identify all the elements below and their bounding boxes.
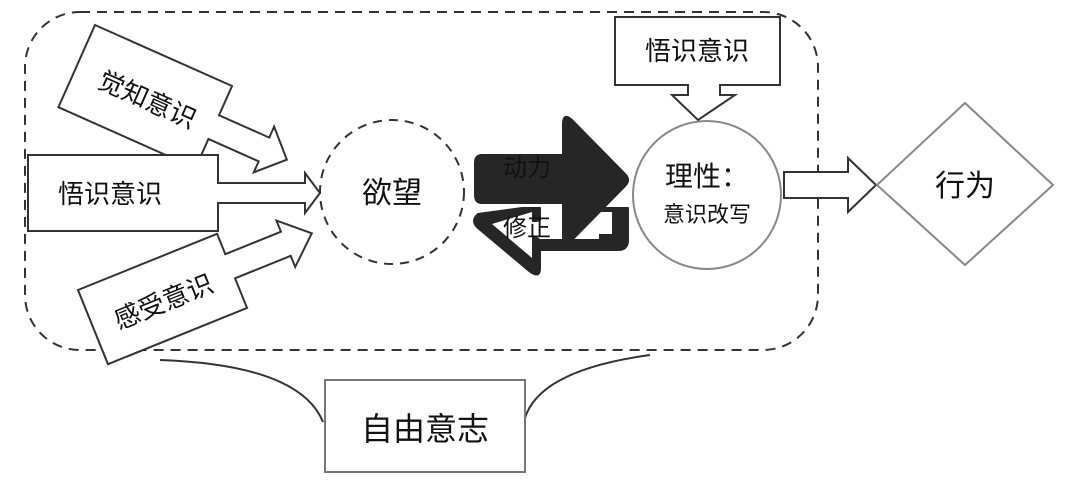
- drive-arrow: [474, 115, 629, 245]
- behavior-node: [875, 101, 1055, 267]
- behavior-arrow: [783, 155, 878, 215]
- insight-left-arrow-box: [27, 154, 322, 232]
- free-will-region: [24, 11, 819, 351]
- reason-node: [632, 120, 782, 270]
- desire-label: 欲望: [362, 176, 422, 211]
- free-will-box: [324, 379, 526, 473]
- free-will-brace-right: [524, 354, 651, 419]
- insight-left-label: 悟识意识: [58, 180, 162, 210]
- feeling-callout: 感受意识: [76, 218, 314, 366]
- behavior-label: 行为: [935, 169, 995, 204]
- reason-subtitle: 意识改写: [663, 203, 751, 228]
- correction-label: 修正: [503, 214, 551, 242]
- insight-top-arrow-box: [614, 16, 781, 122]
- reason-title: 理性：: [665, 160, 749, 193]
- insight-top-label: 悟识意识: [645, 37, 749, 67]
- drive-label: 动力: [503, 154, 551, 182]
- desire-node: [319, 119, 465, 265]
- free-will-label: 自由意志: [361, 410, 489, 448]
- feeling-arrow-box: [76, 218, 314, 366]
- free-will-brace-left: [159, 359, 324, 423]
